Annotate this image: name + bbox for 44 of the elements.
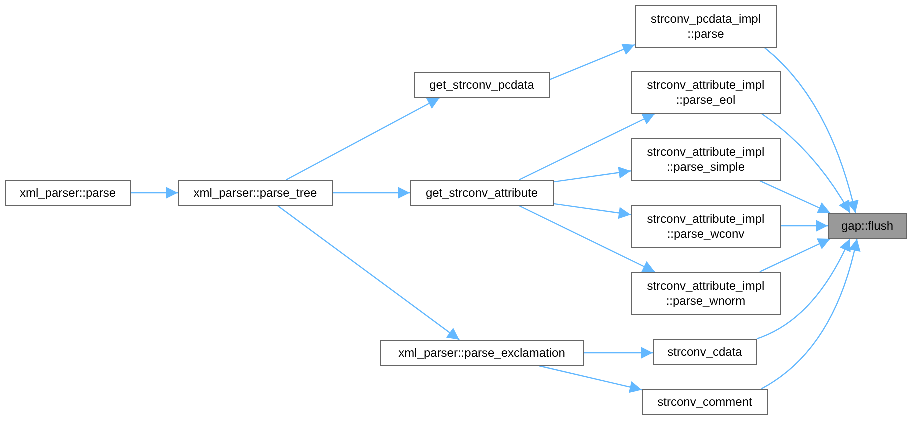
function-box [631,71,781,114]
function-box [5,180,131,206]
function-name: strconv_comment [658,394,752,410]
function-box [410,180,554,206]
highlighted-function-box [828,213,907,239]
function-box [653,339,757,365]
function-box [414,72,550,98]
function-name: gap::flush [841,218,894,234]
function-box [178,180,333,206]
function-box [631,272,781,315]
arrow [781,220,828,232]
function-box [635,5,777,48]
arrow [538,365,642,394]
arrow [286,97,440,181]
function-box [642,389,768,415]
arrow [519,113,656,181]
arrow [764,48,859,214]
arrow [761,238,860,390]
function-name: get_strconv_attribute [426,186,538,200]
arrow [554,166,632,183]
function-name: strconv_pcdata_impl ::parse [650,12,762,42]
function-name: xml_parser::parse_tree [194,186,318,200]
arrow [584,347,653,360]
arrow [278,206,460,340]
arrow [756,238,851,340]
arrow [762,114,851,214]
function-name: strconv_cdata [668,344,742,360]
arrow [760,180,831,214]
arrow [760,238,831,273]
function-box [631,205,781,248]
function-name: strconv_attribute_impl ::parse_wconv [646,212,766,242]
function-name: xml_parser::parse_exclamation [398,346,566,360]
function-name: xml_parser::parse [20,186,116,200]
function-name: strconv_attribute_impl ::parse_eol [646,78,766,108]
function-box [380,340,584,366]
function-box [631,138,781,181]
function-name: strconv_attribute_impl ::parse_wnorm [646,278,766,308]
function-name: get_strconv_pcdata [430,78,534,92]
function-name: strconv_attribute_impl ::parse_simple [646,144,766,174]
arrow [550,44,636,80]
arrow [333,187,410,199]
arrow [131,187,178,199]
arrow [554,203,632,220]
arrow [519,205,656,273]
